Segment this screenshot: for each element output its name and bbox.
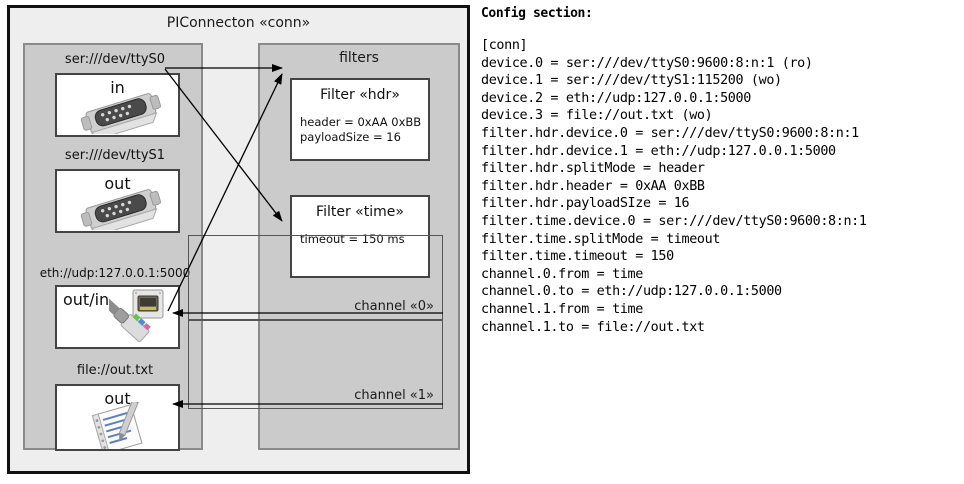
channel-0-box: channel «0» (188, 235, 443, 320)
channel-1-label: channel «1» (354, 388, 434, 403)
channel-1-box: channel «1» (188, 320, 443, 409)
device-direction-ttyS1: out (104, 174, 131, 193)
filter-prop-hdr-header: header = 0xAA 0xBB (300, 115, 422, 129)
filter-card-hdr[interactable]: Filter «hdr» header = 0xAA 0xBB payloadS… (290, 78, 430, 161)
filters-group-panel: filters Filter «hdr» header = 0xAA 0xBB … (258, 43, 460, 450)
device-label-ttyS1: ser:///dev/ttyS1 (64, 148, 166, 163)
config-section-heading: Config section: (481, 6, 593, 21)
serial-port-icon (80, 189, 162, 230)
device-label-ttyS0: ser:///dev/ttyS0 (64, 52, 166, 67)
config-section-text: [conn] device.0 = ser:///dev/ttyS0:9600:… (481, 38, 867, 335)
device-direction-file: out (104, 389, 131, 408)
device-card-file[interactable]: out (55, 384, 180, 451)
diagram-frame: PIConnecton «conn» ser:///dev/ttyS0 in (7, 5, 470, 474)
device-label-eth: eth://udp:127.0.0.1:5000 (39, 266, 191, 280)
filter-title-hdr: Filter «hdr» (320, 87, 400, 103)
config-section: Config section: [conn] device.0 = ser://… (481, 6, 959, 336)
devices-group-panel: ser:///dev/ttyS0 in ser:///dev/t (23, 43, 203, 451)
device-direction-eth: out/in (63, 290, 110, 309)
text-file-icon (91, 402, 143, 449)
channel-0-label: channel «0» (354, 299, 434, 314)
diagram-title: PIConnecton «conn» (166, 15, 311, 31)
device-direction-ttyS0: in (110, 78, 125, 97)
ethernet-port-icon (109, 289, 164, 342)
serial-port-icon (80, 93, 162, 134)
device-label-file: file://out.txt (76, 363, 154, 378)
filter-card-time[interactable]: Filter «time» timeout = 150 ms (290, 195, 430, 278)
device-card-ttyS1[interactable]: out (55, 169, 180, 233)
filter-prop-hdr-payload: payloadSize = 16 (300, 130, 401, 144)
filters-group-title: filters (339, 50, 379, 66)
filter-title-time: Filter «time» (316, 204, 404, 220)
device-card-eth[interactable]: out/in (55, 285, 180, 349)
device-card-ttyS0[interactable]: in (55, 73, 180, 137)
